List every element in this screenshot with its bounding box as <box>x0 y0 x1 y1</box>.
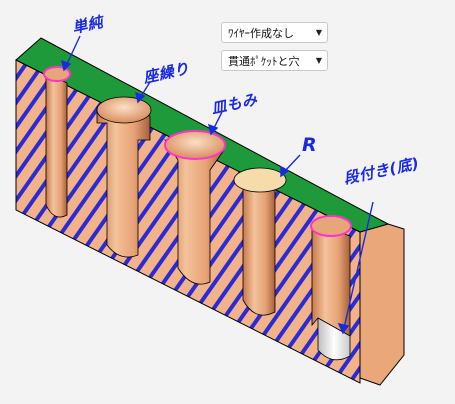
wire-option-dropdown[interactable]: ﾜｲﾔｰ作成なし ▼ <box>221 22 328 43</box>
hole-stepped-rim <box>310 215 352 237</box>
wire-option-value: ﾜｲﾔｰ作成なし <box>228 26 294 40</box>
hole-radius <box>242 179 276 316</box>
pocket-type-dropdown[interactable]: 貫通ﾎﾟｹｯﾄと穴 ▼ <box>221 50 328 71</box>
hole-counterbore <box>96 106 151 258</box>
hole-counterbore-rim <box>96 96 152 124</box>
hole-simple-rim <box>43 66 71 82</box>
hole-radius-rim <box>233 167 287 193</box>
chevron-down-icon: ▼ <box>315 28 323 37</box>
end-face <box>359 223 405 386</box>
leader-arrows <box>61 35 374 335</box>
chevron-down-icon: ▼ <box>315 56 323 65</box>
hole-countersink-rim <box>164 130 226 160</box>
hole-countersink <box>164 139 225 285</box>
callout-radius: R <box>302 134 318 156</box>
pocket-type-value: 貫通ﾎﾟｹｯﾄと穴 <box>228 54 300 68</box>
hole-simple <box>45 72 68 218</box>
hole-stepped-bottom <box>317 317 351 361</box>
